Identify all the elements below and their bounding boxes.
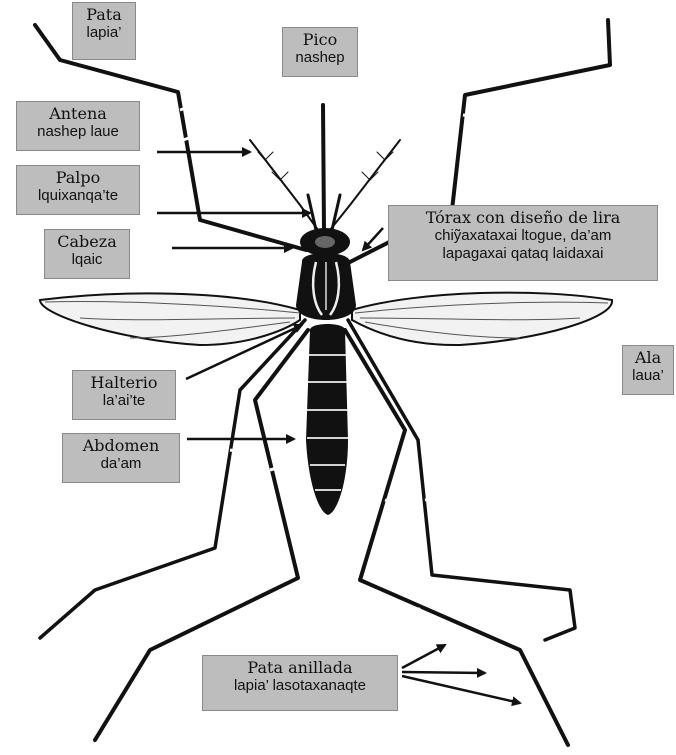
label-pata-anillada-es: Pata anillada [206,658,394,677]
label-halterio: Halterio la’ai’te [72,370,176,420]
label-cabeza: Cabeza lqaic [44,229,130,279]
leg-mid-right [348,320,575,640]
label-torax-qom1: chiỹaxataxai ltogue, da’am [392,227,654,245]
label-antena-es: Antena [20,104,136,123]
label-ala-es: Ala [626,348,670,367]
abdomen [306,324,348,515]
arrow-pata-anillada-2 [402,672,485,673]
label-halterio-es: Halterio [76,373,172,392]
label-abdomen-qom: da’am [66,455,176,473]
label-palpo: Palpo lquixanqa’te [16,165,140,215]
label-abdomen: Abdomen da’am [62,433,180,483]
label-pata-es: Pata [76,5,132,24]
label-pico: Pico nashep [282,27,358,77]
label-pata: Pata lapia’ [72,2,136,60]
label-pico-es: Pico [286,30,354,49]
label-torax: Tórax con diseño de lira chiỹaxataxai lt… [388,205,658,281]
label-halterio-qom: la’ai’te [76,392,172,410]
label-cabeza-qom: lqaic [48,251,126,269]
arrow-pata-anillada-3 [402,676,520,703]
label-ala-qom: laua’ [626,367,670,385]
arrow-pata-anillada-1 [402,645,445,668]
label-pata-anillada: Pata anillada lapia’ lasotaxanaqte [202,655,398,711]
label-antena-qom: nashep laue [20,123,136,141]
label-palpo-qom: lquixanqa’te [20,187,136,205]
label-torax-qom2: lapagaxai qataq laidaxai [392,245,654,263]
label-pico-qom: nashep [286,49,354,67]
label-cabeza-es: Cabeza [48,232,126,251]
label-torax-es: Tórax con diseño de lira [392,208,654,227]
label-pata-anillada-qom: lapia’ lasotaxanaqte [206,677,394,695]
palp-right [332,195,340,230]
antenna-left [250,140,318,230]
label-abdomen-es: Abdomen [66,436,176,455]
proboscis [323,105,324,230]
label-palpo-es: Palpo [20,168,136,187]
label-antena: Antena nashep laue [16,101,140,151]
label-ala: Ala laua’ [622,345,674,395]
label-pata-qom: lapia’ [76,24,132,42]
